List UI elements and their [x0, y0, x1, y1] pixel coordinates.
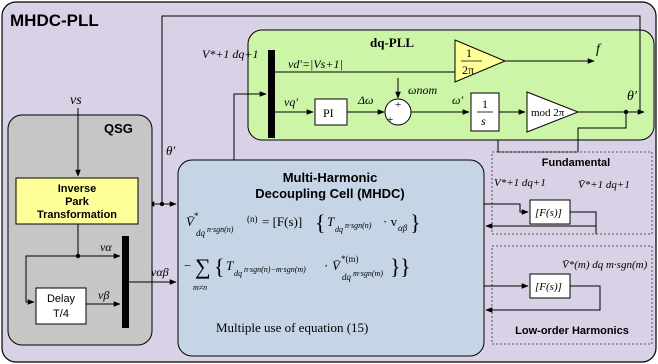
svg-text:}: } [410, 210, 421, 235]
outer-title: MHDC-PLL [10, 11, 99, 30]
svg-text:*: * [194, 211, 199, 221]
svg-text:m≠n: m≠n [193, 283, 207, 292]
svg-text:*(m): *(m) [341, 254, 359, 264]
omega-nom-label: ωnom [408, 83, 437, 97]
fundamental-title: Fundamental [542, 157, 610, 169]
svg-text:n·sgn(n)−m·sgn(m): n·sgn(n)−m·sgn(m) [244, 265, 306, 274]
svg-text:{: { [214, 254, 225, 279]
vab-label: vαβ [151, 265, 169, 279]
vb-label: vβ [98, 288, 109, 302]
mhdc-title-2: Decoupling Cell (MHDC) [255, 186, 405, 201]
park-line-1: Inverse [58, 183, 97, 195]
svg-text:}: } [390, 254, 401, 279]
low-order-out-line [485, 285, 601, 313]
svg-text:}: } [400, 254, 411, 279]
mhdc-title-1: Multi-Harmonic [283, 170, 378, 185]
dq-input-label: V*+1 dq+1 [202, 47, 259, 61]
svg-text:{: { [315, 210, 326, 235]
mhdc-equation-line-1: V̄ * dq n·sgn(n) (n) = [F(s)] { T dq n·s… [186, 210, 421, 238]
outer-feedback-top [161, 15, 641, 204]
gain-numerator: 1 [466, 46, 472, 60]
dq-pll-bus-bar [268, 50, 275, 138]
mhdc-footer: Multiple use of equation (15) [216, 320, 368, 335]
sum-sign-left: + [387, 114, 393, 126]
svg-text:dq: dq [342, 272, 352, 282]
theta-feedback-loop [497, 112, 627, 153]
qsg-mux-bar [122, 236, 129, 328]
inverse-park-block [15, 177, 139, 225]
integrator-numerator: 1 [482, 97, 488, 111]
theta-output-label: θ′ [627, 89, 638, 104]
fundamental-out-label: V̄*+1 dq+1 [578, 179, 630, 191]
fundamental-out-line [485, 211, 597, 234]
svg-text:(n): (n) [247, 214, 258, 224]
va-to-delay-line [25, 255, 78, 305]
low-order-title: Low-order Harmonics [515, 325, 629, 337]
svg-text:n·sgn(n): n·sgn(n) [345, 221, 372, 230]
fundamental-filter-block [529, 199, 571, 225]
svg-text:T: T [226, 258, 234, 273]
svg-text:dq: dq [234, 269, 242, 278]
svg-text:· v: · v [383, 214, 398, 229]
svg-text:∑: ∑ [195, 254, 211, 279]
vd-label: vd′=|Vs+1| [288, 57, 343, 71]
dq-pll-title: dq-PLL [370, 35, 414, 50]
svg-text:n·sgn(n): n·sgn(n) [207, 225, 234, 234]
delay-line-1: Delay [47, 293, 76, 305]
dq-pll-box [247, 29, 655, 141]
mhdc-equation-line-2: − ∑ m≠n { T dq n·sgn(n)−m·sgn(m) · V̄ *(… [184, 254, 411, 292]
mod-2pi-block [526, 91, 580, 133]
sum-sign-top: + [395, 99, 401, 111]
svg-text:V̄: V̄ [186, 214, 196, 229]
svg-text:V̄: V̄ [332, 258, 342, 273]
va-label: vα [100, 240, 112, 254]
vs-input-label: vs [70, 93, 82, 108]
delay-block [35, 287, 87, 325]
fundamental-in-label: V*+1 dq+1 [494, 177, 546, 189]
svg-text:= [F(s)]: = [F(s)] [262, 214, 302, 229]
svg-text:dq: dq [196, 228, 206, 238]
mod-2pi-label: mod 2π [531, 107, 565, 119]
low-order-out-label: V̄*(m) dq m·sgn(m) [562, 259, 648, 271]
svg-text:αβ: αβ [398, 223, 408, 233]
svg-text:·: · [324, 258, 328, 273]
integrator-denominator: s [481, 114, 486, 128]
park-line-2: Park [65, 196, 90, 208]
dq-input-line [233, 91, 267, 160]
f-output-label: f [596, 42, 602, 57]
svg-text:T: T [327, 214, 335, 229]
fundamental-filter-label: [F(s)] [535, 207, 562, 219]
omega-prime-label: ω′ [452, 93, 463, 107]
fundamental-box [491, 151, 653, 235]
fundamental-loop [484, 203, 529, 215]
low-order-filter-label: [F(s)] [535, 281, 562, 293]
theta-feedback-dot [159, 201, 165, 207]
vq-label: vq′ [284, 95, 298, 109]
park-line-3: Transformation [37, 209, 117, 221]
qsg-title: QSG [104, 121, 133, 136]
svg-text:−: − [184, 258, 191, 273]
low-order-box [491, 245, 653, 345]
mhdc-box [177, 159, 485, 357]
theta-feedback-label: θ′ [166, 143, 175, 158]
svg-text:m·sgn(m): m·sgn(m) [353, 269, 383, 278]
gain-denominator: 2π [462, 63, 474, 77]
svg-text:dq: dq [335, 225, 343, 234]
delta-omega-label: Δω [357, 93, 374, 107]
pi-label: PI [323, 106, 334, 120]
delay-line-2: T/4 [53, 308, 69, 320]
